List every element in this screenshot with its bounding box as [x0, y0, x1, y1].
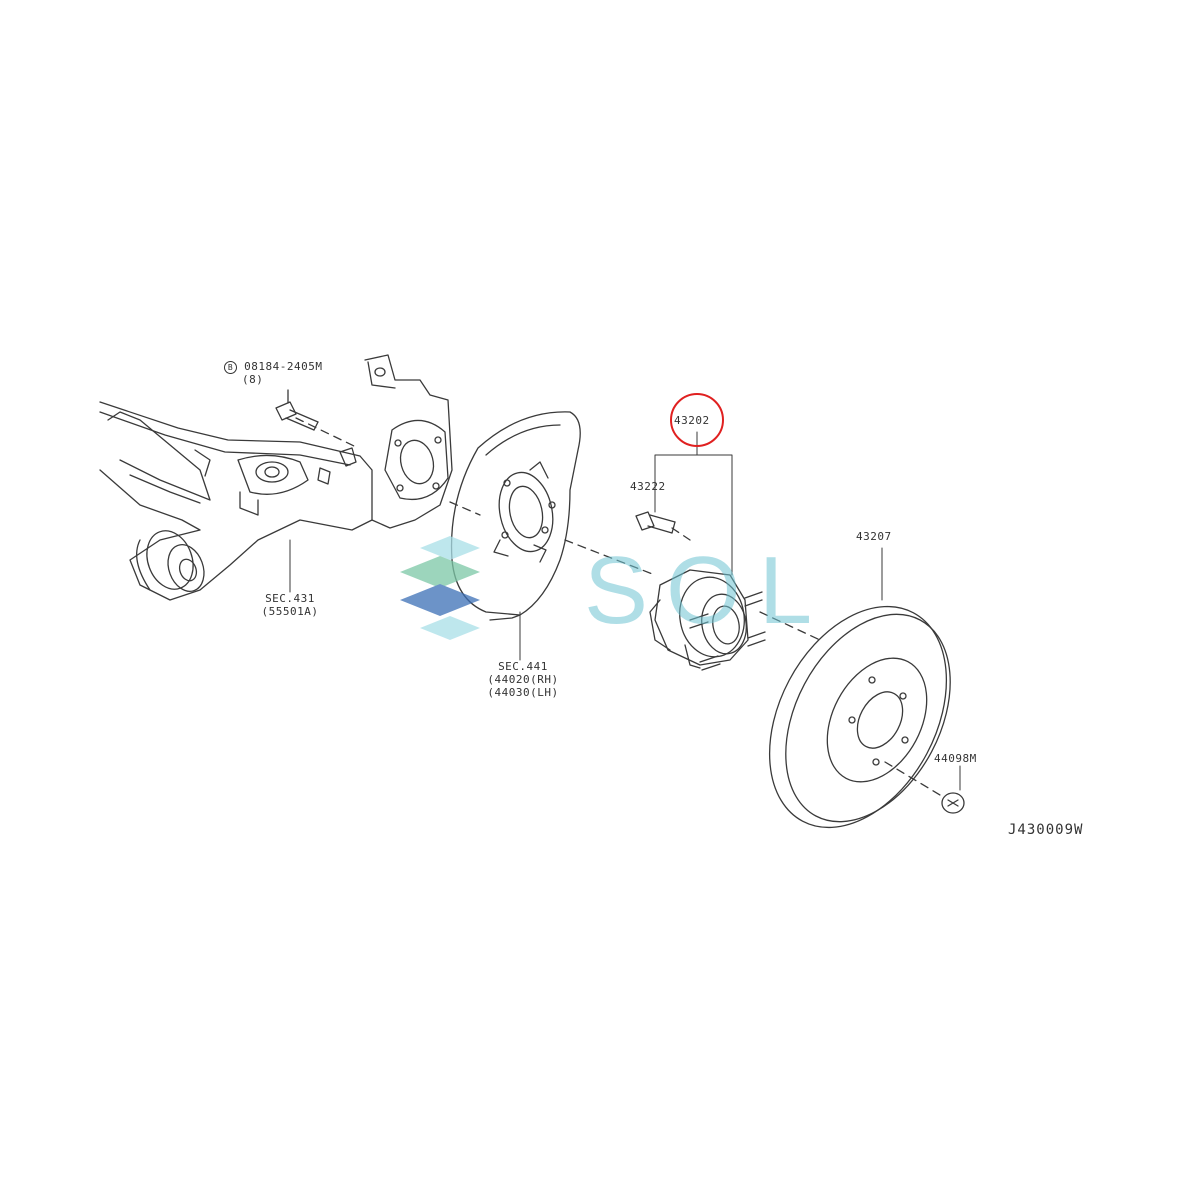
- backing-plate: [450, 411, 581, 621]
- bolt-spec-part-number: 08184-2405M: [244, 360, 323, 373]
- sec441-section: SEC.441: [498, 660, 548, 673]
- rotor-screw-part-number: 44098M: [934, 752, 977, 765]
- leader-lines: [289, 431, 961, 791]
- bolt-spec-label: B 08184-2405M: [224, 360, 322, 374]
- hub-bolt-part-number: 43222: [630, 480, 666, 493]
- bolt-spec-prefix-icon: B: [224, 360, 237, 374]
- rear-suspension-beam: [99, 354, 453, 601]
- hub-bolt: [635, 511, 676, 534]
- rotor-screw: [941, 792, 965, 814]
- hub-bearing-assembly: [649, 569, 766, 671]
- highlight-circle: [670, 393, 724, 447]
- diagram-reference-code: J430009W: [1008, 822, 1084, 838]
- sec441-rh-part: (44020(RH): [487, 673, 559, 686]
- watermark-logo-icon: [400, 536, 480, 640]
- sec441-label: SEC.441 (44020(RH) (44030(LH): [478, 660, 568, 699]
- brake-rotor: [768, 605, 951, 829]
- beam-bolt: [275, 389, 319, 431]
- sec431-label: SEC.431 (55501A): [248, 592, 332, 618]
- bolt-spec-quantity: (8): [242, 373, 264, 386]
- assembly-axis: [295, 417, 946, 799]
- hub-assembly-part-number: 43202: [674, 414, 710, 427]
- sec431-section: SEC.431: [265, 592, 315, 605]
- rotor-part-number: 43207: [856, 530, 892, 543]
- watermark-text: SOL: [584, 537, 831, 644]
- sec431-part-number: (55501A): [261, 605, 319, 618]
- sec441-lh-part: (44030(LH): [487, 686, 559, 699]
